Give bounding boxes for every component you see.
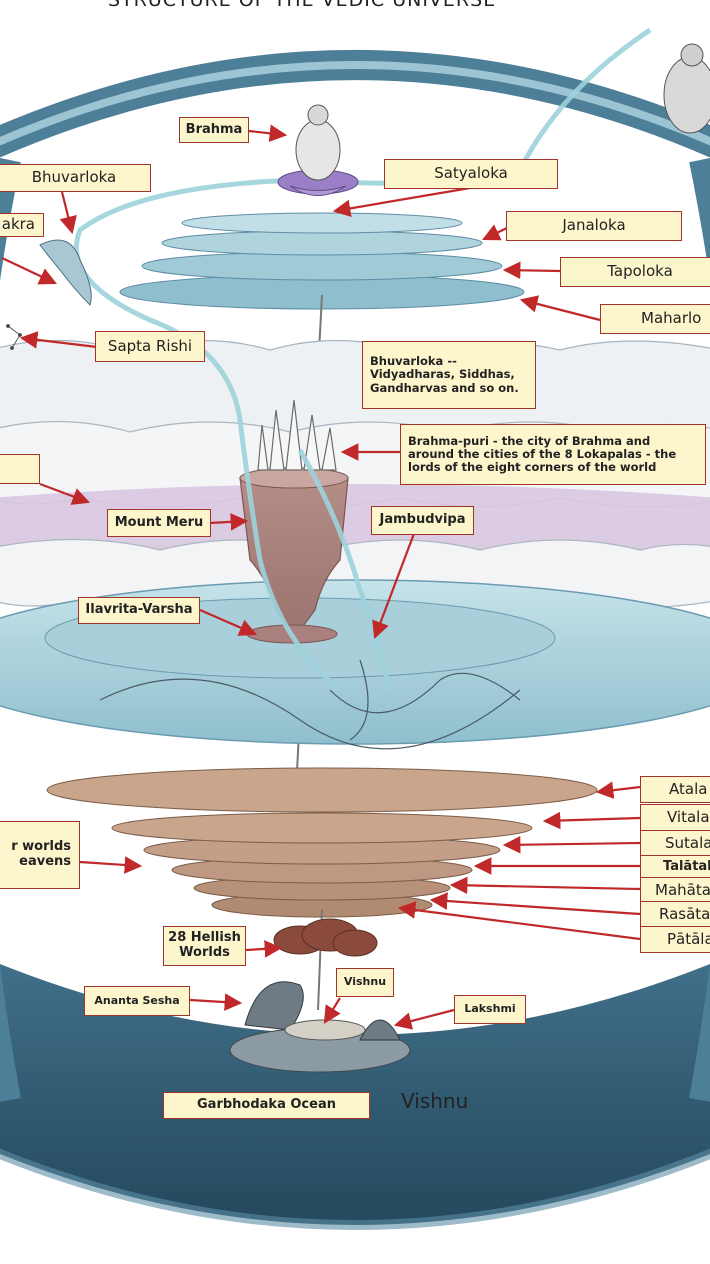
diagram-title: STRUCTURE OF THE VEDIC UNIVERSE (108, 0, 497, 11)
label-janaloka: Janaloka (506, 211, 682, 241)
label-sapta-rishi: Sapta Rishi (95, 331, 205, 362)
label-mount-meru: Mount Meru (107, 509, 211, 537)
outer-ring-top-inner (0, 61, 710, 146)
label-bhuvarloka-desc: Bhuvarloka -- Vidyadharas, Siddhas, Gand… (362, 341, 536, 409)
label-bhuvarloka: Bhuvarloka (0, 164, 151, 192)
label-ananta-sesha: Ananta Sesha (84, 986, 190, 1016)
brahma-figure-icon (277, 104, 359, 195)
label-vishnu-box: Vishnu (336, 968, 394, 997)
label-arrows (1, 124, 641, 1030)
lotus-icon (289, 185, 347, 196)
label-maharloka: Maharlo (600, 304, 710, 334)
label-upper-worlds-heavens: r worlds eavens (0, 821, 80, 889)
ganga-river-2 (297, 448, 393, 691)
meru-top (239, 467, 349, 489)
label-chakra: akra (0, 213, 44, 237)
label-atala: Atala (640, 776, 710, 803)
shiva-figure-icon (663, 43, 710, 134)
label-28-hellish-worlds: 28 Hellish Worlds (163, 926, 246, 966)
label-tapoloka: Tapoloka (560, 257, 710, 287)
label-jambudvipa: Jambudvipa (371, 506, 474, 535)
hellish-cloud-icon (273, 918, 378, 957)
label-garbhodaka-ocean: Garbhodaka Ocean (163, 1092, 370, 1119)
tapoloka-plate (141, 251, 503, 281)
vishnu-plain-text: Vishnu (401, 1089, 469, 1113)
label-unnamed-left (0, 454, 40, 484)
label-vitala: Vitala (640, 804, 710, 831)
outer-ring-top (0, 50, 710, 158)
disc-scribble (99, 659, 521, 750)
label-sutala: Sutala (640, 830, 710, 857)
dolphin-icon (39, 239, 92, 306)
label-ilavrita-varsha: Ilavrita-Varsha (78, 597, 200, 624)
ocean-bowl-rim (0, 1148, 710, 1230)
label-mahatala: Mahāta (640, 877, 710, 904)
label-satyaloka: Satyaloka (384, 159, 558, 189)
serpent-bed-icon (229, 981, 411, 1073)
label-patala: Pātāla (640, 926, 710, 953)
label-brahmapuri-desc: Brahma-puri - the city of Brahma and aro… (400, 424, 706, 485)
satyaloka-plate (181, 212, 463, 234)
label-rasatala: Rasāta (640, 901, 710, 928)
label-brahma: Brahma (179, 117, 249, 143)
label-lakshmi: Lakshmi (454, 995, 526, 1024)
sutala-plate (111, 812, 533, 844)
janaloka-plate (161, 230, 483, 256)
atala-plate (46, 767, 598, 813)
